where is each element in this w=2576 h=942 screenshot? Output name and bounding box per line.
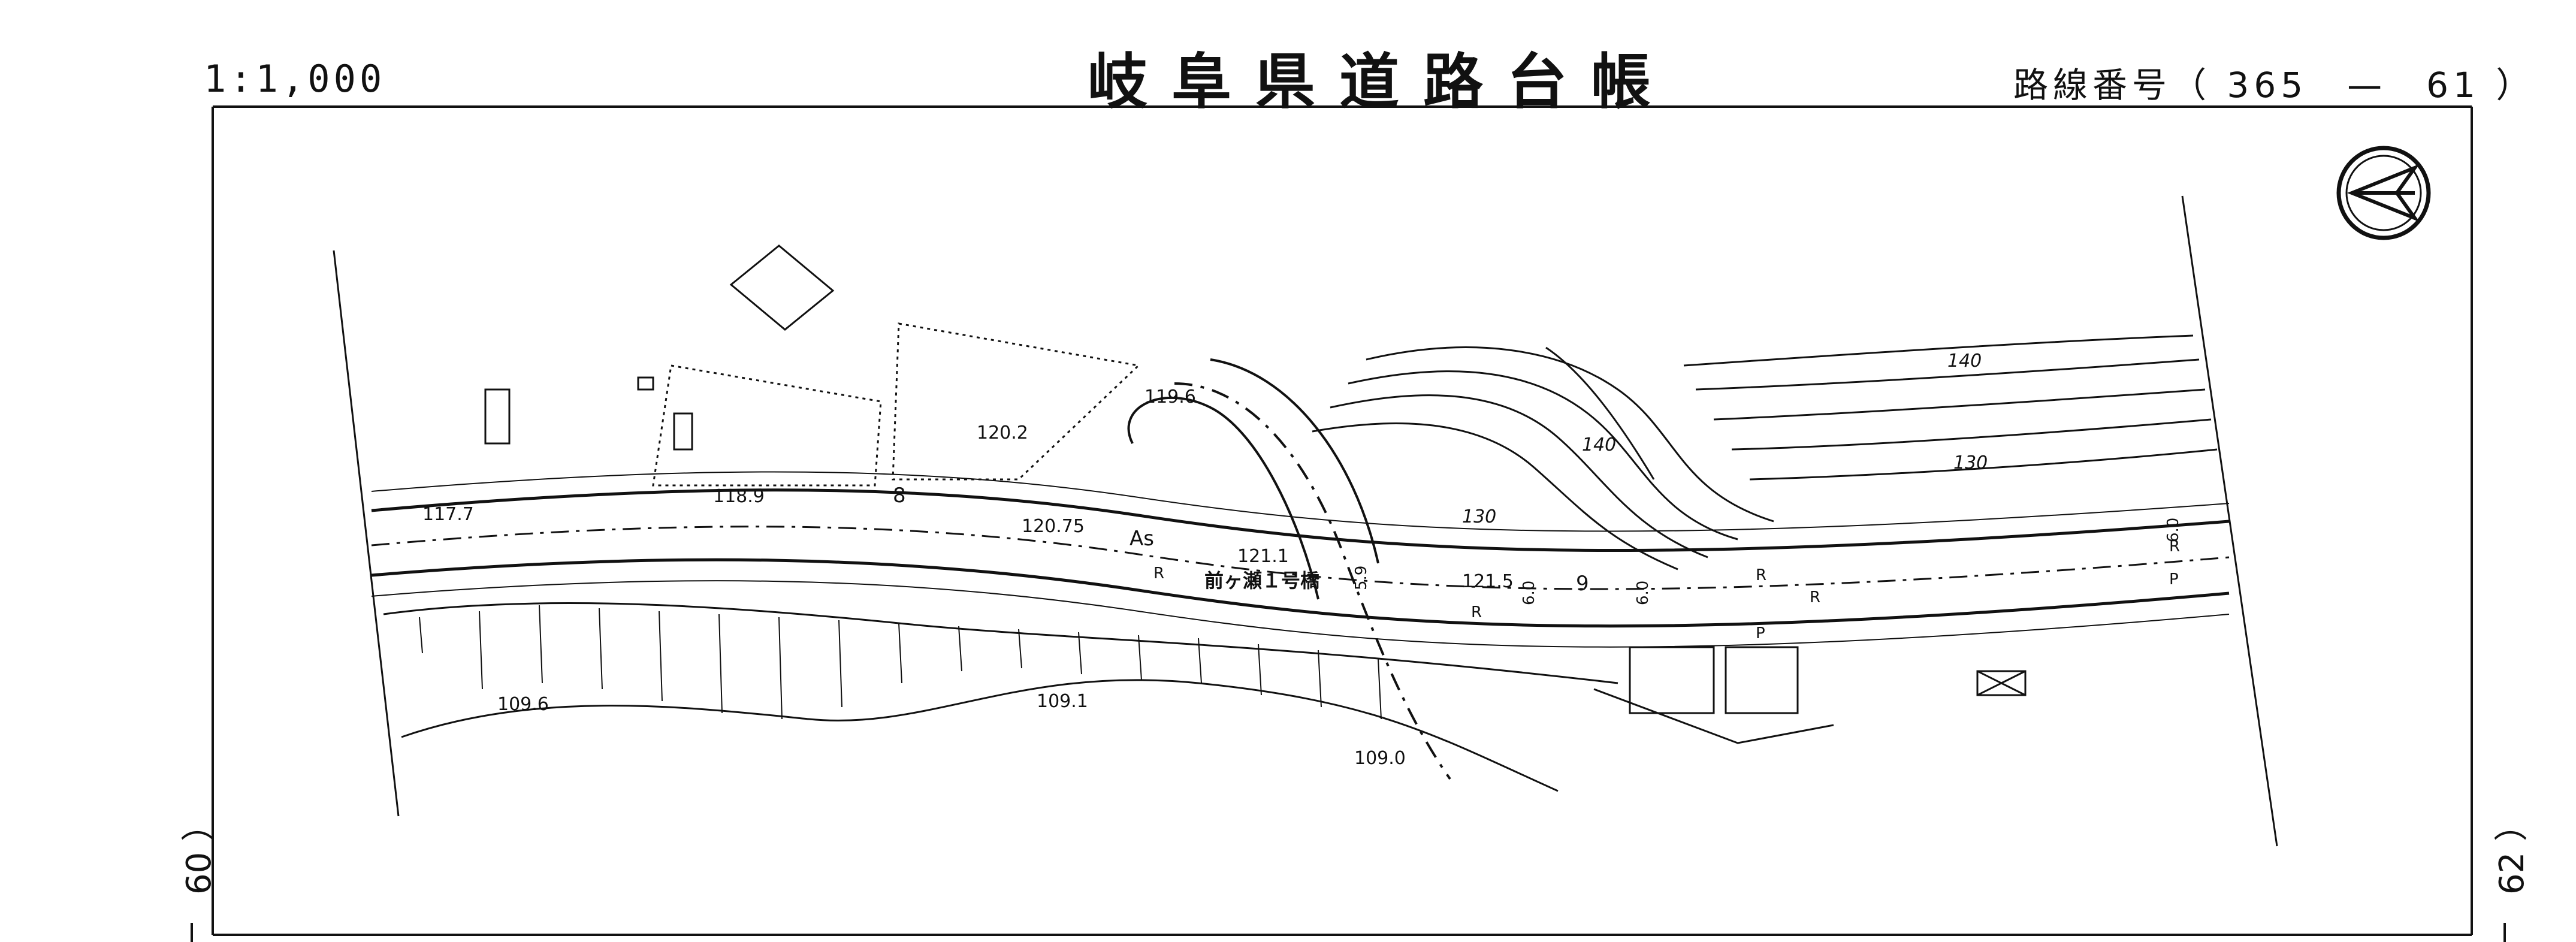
abutment <box>1629 646 1715 714</box>
elevation-label: 109.0 <box>1354 748 1406 769</box>
symbol-label: R <box>1810 588 1820 606</box>
contour-line <box>1695 358 2200 391</box>
field-parcel <box>652 364 882 487</box>
road-width-label: 5.9 <box>1352 566 1370 590</box>
riverbank-top <box>383 602 1618 684</box>
contour-line <box>1366 346 1774 523</box>
parcels <box>484 244 1141 487</box>
structure-rect <box>637 376 654 391</box>
structure-rect <box>673 412 693 451</box>
scale-label: 1:1,000 <box>204 57 386 101</box>
stream-edge <box>1210 358 1379 564</box>
section-label: 8 <box>893 484 906 508</box>
contour-line <box>1713 388 2206 421</box>
road <box>371 471 2230 648</box>
road-width-label: 6.0 <box>1520 581 1538 605</box>
riverbank <box>383 602 1618 792</box>
river-bend <box>1127 358 1451 780</box>
road-centerline <box>371 526 2230 590</box>
stream-centerline <box>1174 382 1451 780</box>
map-right-boundary <box>2181 195 2278 847</box>
field-parcel <box>892 322 1141 481</box>
contour-line <box>1330 394 1708 558</box>
elevation-label: 121.5 <box>1462 571 1514 592</box>
contour-label: 130 <box>1462 506 1496 527</box>
symbol-label: R <box>1756 566 1766 584</box>
elevation-label: 120.2 <box>977 422 1028 443</box>
fence-cross <box>1977 670 2026 696</box>
road-edge-south <box>371 558 2230 628</box>
elevation-label: 118.9 <box>713 486 765 507</box>
contour-label: 140 <box>1582 434 1616 455</box>
building-outline <box>729 244 835 331</box>
page-title: 岐阜県道路台帳 <box>1088 47 1675 117</box>
contour-line <box>1731 418 2212 451</box>
contour-line <box>1312 422 1678 570</box>
contour-label: 140 <box>1947 351 1982 372</box>
symbol-label: R <box>1153 564 1164 582</box>
structure-rect <box>484 388 511 445</box>
riverbank-bottom <box>401 679 1559 792</box>
contour-line <box>1749 448 2218 481</box>
symbol-label: R <box>1471 603 1482 621</box>
road-shoulder-south <box>371 580 2230 648</box>
route-number-label: 路線番号（ 365 — 61 ） <box>2013 65 2536 105</box>
symbol-label: R <box>2169 538 2180 555</box>
bridge-name-label: 前ヶ瀬１号橋 <box>1204 569 1320 592</box>
contour-line <box>1545 346 1655 480</box>
river-bend-edge <box>1127 397 1319 600</box>
retaining-wall <box>1593 688 1834 744</box>
abutment <box>1725 646 1799 714</box>
symbol-label: P <box>2169 570 2179 588</box>
elevation-label: 121.1 <box>1237 546 1289 567</box>
surface-label: As <box>1130 527 1154 551</box>
contour-line <box>1683 334 2194 367</box>
contour-label: 130 <box>1953 452 1988 473</box>
bridge-structures <box>1593 646 2027 744</box>
elevation-label: 109.1 <box>1037 691 1088 712</box>
road-width-label: 6.0 <box>2164 518 2182 542</box>
section-label: 9 <box>1576 572 1589 596</box>
north-arrow-icon <box>2336 146 2431 240</box>
map-left-boundary <box>333 250 400 817</box>
elevation-label: 109.6 <box>497 694 549 715</box>
elevation-label: 120.75 <box>1022 516 1085 537</box>
road-width-label: 6.0 <box>1634 581 1652 605</box>
symbol-label: P <box>1756 624 1765 642</box>
road-shoulder-north <box>371 471 2230 532</box>
contours <box>1312 334 2218 570</box>
road-edge-north <box>371 488 2230 552</box>
elevation-label: 117.7 <box>422 504 474 525</box>
elevation-label: 119.6 <box>1144 387 1196 407</box>
contour-line <box>1348 370 1738 541</box>
